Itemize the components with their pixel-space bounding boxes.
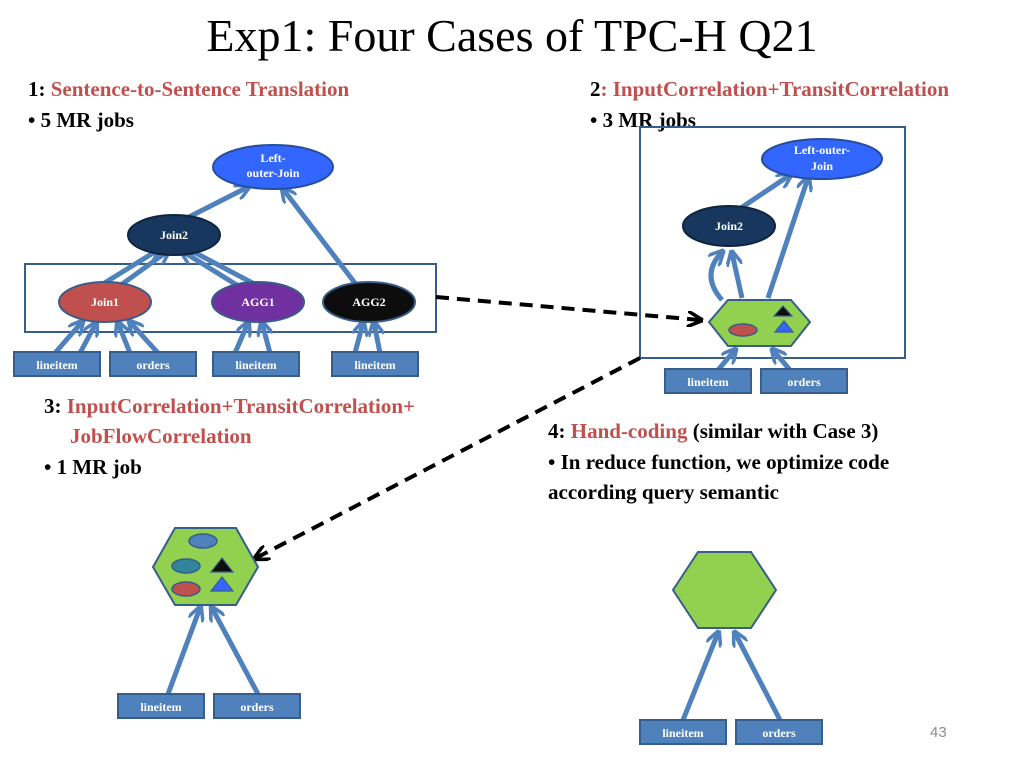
case4-number: 4: [548, 419, 566, 443]
case1-node-left-outer-join [212, 144, 334, 190]
case1-node-join2-label: Join2 [160, 228, 188, 242]
case1-node-agg2-label: AGG2 [352, 295, 385, 309]
case2-merged-job-hexagon [707, 299, 812, 347]
case4-hand-coded-job-hexagon [671, 551, 778, 629]
case1-node-left-outer-join-label2: outer-Join [247, 166, 300, 180]
case1-node-left-outer-join-label1: Left- [260, 151, 285, 165]
case1-table-orders [109, 351, 197, 377]
case3-hex-agg1-triangle [209, 576, 235, 592]
case1-node-join1-label: Join1 [91, 295, 119, 309]
case2-hex-agg2-triangle [772, 305, 794, 317]
case1-bullet: • 5 MR jobs [28, 108, 134, 132]
case3-table-lineitem-label: lineitem [140, 700, 181, 714]
case1-edge-lineitem-agg1-b [262, 323, 270, 354]
case1-table-lineitem-3-label: lineitem [354, 358, 395, 372]
case2-to-case3-dashed-arrow [256, 356, 641, 558]
case3-edge-lineitem-hex [165, 608, 200, 695]
case2-name: : InputCorrelation+TransitCorrelation [600, 77, 950, 101]
case3-name-line2: JobFlowCorrelation [70, 424, 252, 448]
case1-edge-join1-join2-b [116, 251, 168, 290]
case4-edge-orders-hex [735, 633, 783, 722]
case3-hex-agg2-triangle [209, 557, 235, 573]
case1-table-orders-label: orders [136, 358, 170, 372]
case1-edge-lineitem-agg1 [232, 323, 248, 354]
case2-edge-hex-join2-left [711, 252, 722, 302]
case2-edge-join2-loj [736, 175, 790, 213]
case1-edge-orders-join1 [118, 323, 133, 354]
case2-edge-hex-loj [765, 178, 808, 299]
case1-edge-lineitem-join1-b [77, 323, 96, 355]
case2-node-left-outer-join-label2: Join [811, 159, 833, 173]
case4-note: (similar with Case 3) [692, 419, 879, 443]
case1-node-join2 [127, 214, 221, 256]
case3-number: 3: [44, 394, 62, 418]
case4-table-orders-label: orders [762, 726, 796, 740]
page-number: 43 [930, 724, 947, 741]
slide-title: Exp1: Four Cases of TPC-H Q21 [206, 10, 818, 61]
case1-table-lineitem-3 [331, 351, 419, 377]
case1-edge-agg2-loj [283, 189, 360, 289]
case4-edge-lineitem-hex [680, 633, 718, 721]
case2-hex-join1-marker [728, 323, 758, 337]
case1-table-lineitem-2 [212, 351, 300, 377]
case3-bullet: • 1 MR job [44, 455, 142, 479]
case3-table-orders-label: orders [240, 700, 274, 714]
case2-node-join2 [682, 205, 776, 247]
case1-number: 1: [28, 77, 46, 101]
case1-edge-agg1-join2-b [190, 250, 262, 290]
case2-node-join2-label: Join2 [715, 219, 743, 233]
case4-bullet-line2: according query semantic [548, 480, 779, 504]
case3-name-line1: InputCorrelation+TransitCorrelation+ [66, 394, 416, 418]
case3-edge-orders-hex [212, 608, 261, 696]
case1-node-join1 [58, 281, 152, 323]
case1-node-agg1-label: AGG1 [241, 295, 274, 309]
case1-edge-orders-join1-b [130, 322, 160, 355]
case3-table-orders [213, 693, 301, 719]
case1-edge-agg1-join2 [182, 251, 242, 290]
case2-hex-agg1-triangle [773, 320, 795, 333]
case1-table-lineitem-1-label: lineitem [36, 358, 77, 372]
case1-name: Sentence-to-Sentence Translation [50, 77, 350, 101]
case1-edge-lineitem-join1 [53, 322, 82, 355]
case1-node-agg2 [322, 281, 416, 323]
case4-table-orders [735, 719, 823, 745]
case2-table-lineitem [664, 368, 752, 394]
case4-name: Hand-coding [570, 419, 688, 443]
case1-table-lineitem-2-label: lineitem [235, 358, 276, 372]
case2-node-left-outer-join-label1: Left-outer- [794, 143, 850, 157]
case2-node-left-outer-join [761, 138, 883, 180]
case1-table-lineitem-1 [13, 351, 101, 377]
case1-heading: 1: Sentence-to-Sentence Translation [28, 74, 349, 104]
case4-bullet-line1: • In reduce function, we optimize code [548, 450, 890, 474]
case3-hex-join2-marker [171, 558, 201, 574]
case3-table-lineitem [117, 693, 205, 719]
case3-heading: 3: InputCorrelation+TransitCorrelation+ [44, 391, 415, 421]
case1-edge-lineitem-agg2-b [374, 323, 380, 354]
case1-edge-join1-join2 [96, 250, 158, 290]
case4-table-lineitem-label: lineitem [662, 726, 703, 740]
case1-node-agg1 [211, 281, 305, 323]
case2-heading: 2: InputCorrelation+TransitCorrelation [590, 74, 949, 104]
case4-heading: 4: Hand-coding (similar with Case 3) [548, 416, 878, 446]
case3-hex-loj-marker [188, 533, 218, 549]
case2-edge-hex-join2-right [732, 253, 745, 299]
case2-table-orders [760, 368, 848, 394]
case2-table-orders-label: orders [787, 375, 821, 389]
case2-edge-orders-hex [773, 350, 792, 372]
case2-edge-lineitem-hex [716, 350, 735, 372]
case1-edge-lineitem-agg2 [355, 323, 363, 354]
case2-number: 2 [590, 77, 601, 101]
case2-table-lineitem-label: lineitem [687, 375, 728, 389]
case1-to-case2-dashed-arrow [435, 295, 700, 320]
case4-table-lineitem [639, 719, 727, 745]
case3-hex-join1-marker [171, 581, 201, 597]
case1-edge-join2-loj [181, 187, 248, 223]
